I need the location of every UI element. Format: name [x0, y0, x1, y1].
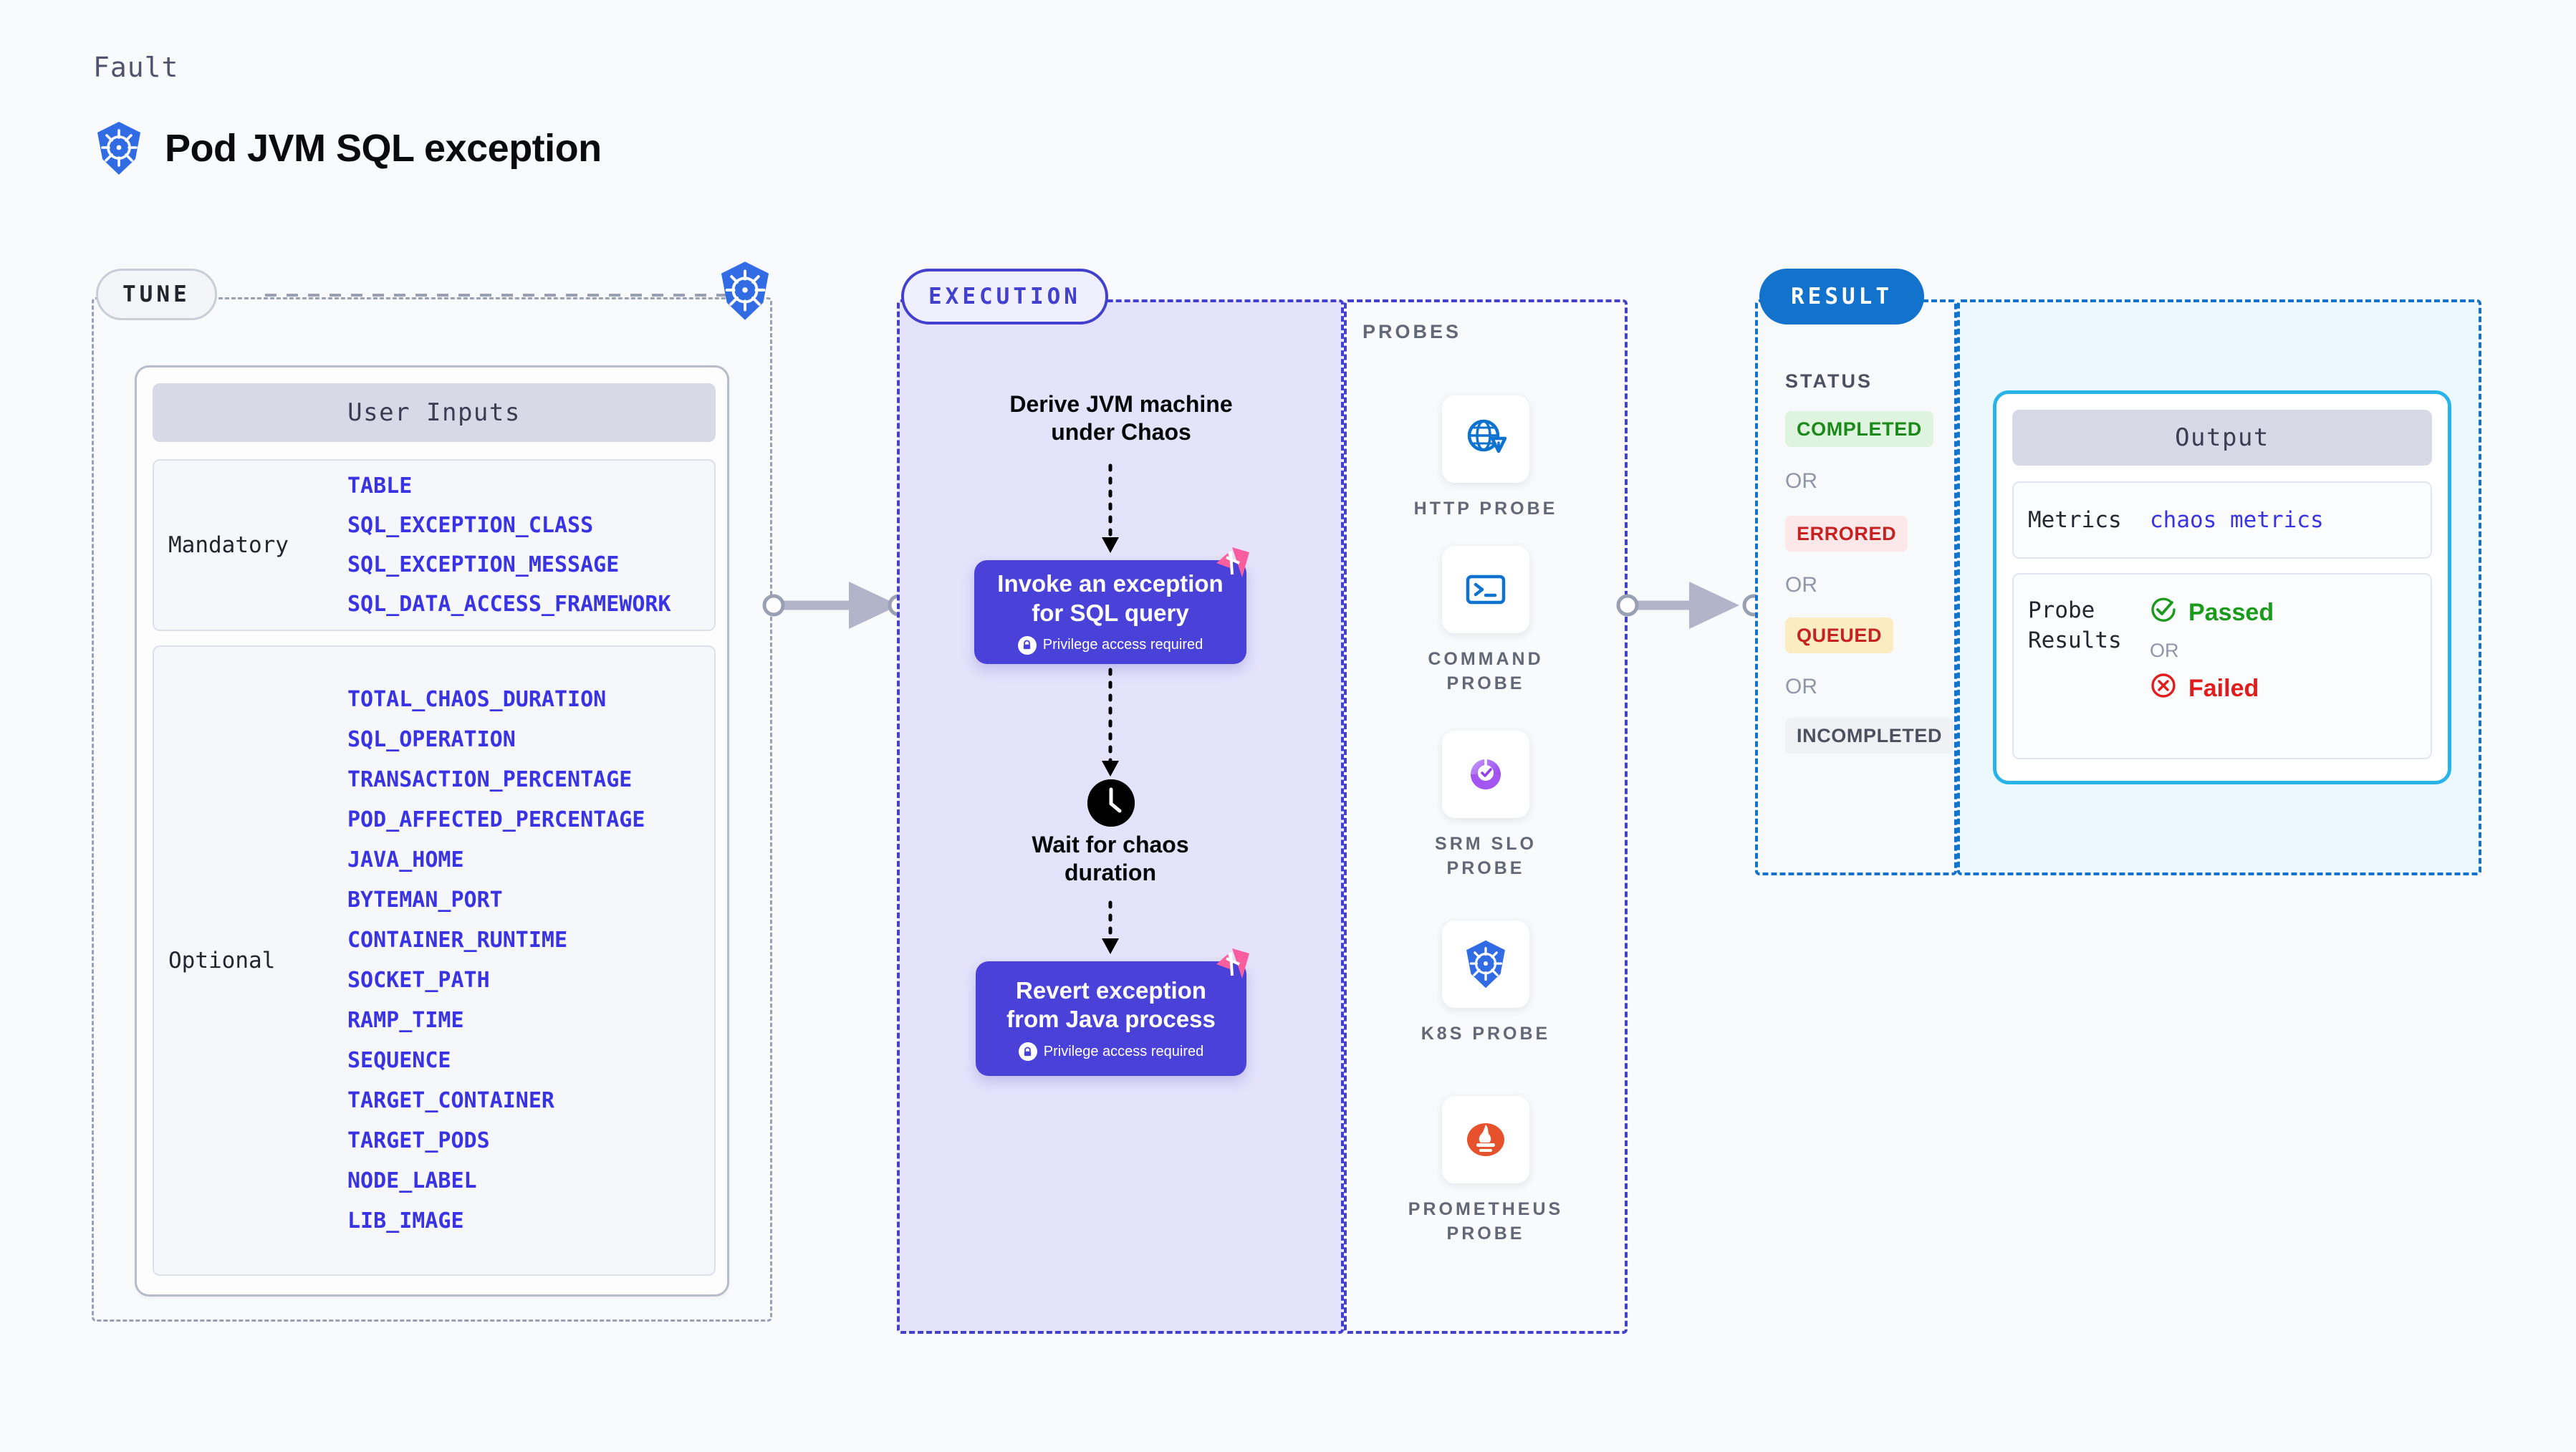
harness-logo-icon-2: [1211, 947, 1251, 988]
mandatory-params-box: Mandatory TABLE SQL_EXCEPTION_CLASS SQL_…: [153, 459, 716, 631]
probe-k8s[interactable]: K8S PROBE: [1393, 920, 1579, 1047]
param-target-pods[interactable]: TARGET_PODS: [347, 1128, 490, 1153]
param-container-runtime[interactable]: CONTAINER_RUNTIME: [347, 928, 568, 953]
status-badge-queued: QUEUED: [1785, 617, 1894, 653]
param-sql-data-access-framework[interactable]: SQL_DATA_ACCESS_FRAMEWORK: [347, 591, 671, 617]
srm-slo-probe-label: SRM SLO PROBE: [1435, 834, 1537, 878]
result-status-background: [1756, 301, 1956, 874]
optional-params-box: Optional TOTAL_CHAOS_DURATION SQL_OPERAT…: [153, 645, 716, 1276]
probe-results-key: Probe Results: [2028, 597, 2122, 653]
verdict-failed: Failed: [2150, 672, 2274, 706]
lock-icon: [1018, 1042, 1037, 1062]
output-header: Output: [2012, 410, 2432, 466]
http-probe-label: HTTP PROBE: [1413, 499, 1558, 519]
param-pod-affected-percentage[interactable]: POD_AFFECTED_PERCENTAGE: [347, 807, 645, 832]
param-ramp-time[interactable]: RAMP_TIME: [347, 1008, 464, 1033]
revert-exception-privilege-note: Privilege access required: [1018, 1042, 1204, 1062]
status-or-2: OR: [1785, 573, 1817, 597]
probe-results-row: Probe Results Passed OR: [2012, 573, 2432, 759]
page-title-row: Pod JVM SQL exception: [93, 120, 602, 176]
clock-icon: [1087, 779, 1135, 827]
probe-http[interactable]: HTTP PROBE: [1393, 395, 1579, 521]
prometheus-probe-icon: [1442, 1096, 1529, 1183]
mandatory-param-list: TABLE SQL_EXCEPTION_CLASS SQL_EXCEPTION_…: [347, 473, 671, 617]
wait-for-chaos-label: Wait for chaos duration: [1032, 832, 1189, 886]
k8s-probe-label: K8S PROBE: [1421, 1024, 1551, 1044]
probe-prometheus[interactable]: PROMETHEUS PROBE: [1393, 1096, 1579, 1246]
param-target-container[interactable]: TARGET_CONTAINER: [347, 1088, 554, 1113]
command-probe-label: COMMAND PROBE: [1428, 649, 1544, 693]
param-sql-operation[interactable]: SQL_OPERATION: [347, 727, 516, 752]
output-card: Output Metrics chaos metrics Probe Resul…: [1993, 390, 2451, 784]
user-inputs-card: User Inputs Mandatory TABLE SQL_EXCEPTIO…: [135, 365, 729, 1297]
invoke-exception-privilege-note: Privilege access required: [1017, 635, 1203, 655]
invoke-exception-privilege-text: Privilege access required: [1042, 637, 1203, 653]
verdict-or: OR: [2150, 640, 2179, 661]
status-or-1: OR: [1785, 469, 1817, 493]
kubernetes-platform-icon: [716, 260, 774, 325]
user-inputs-header: User Inputs: [153, 383, 716, 442]
check-circle-icon: [2150, 596, 2177, 630]
probe-srm-slo[interactable]: SRM SLO PROBE: [1393, 731, 1579, 881]
invoke-exception-action[interactable]: Invoke an exception for SQL query Privil…: [974, 560, 1246, 664]
param-sql-exception-class[interactable]: SQL_EXCEPTION_CLASS: [347, 512, 594, 538]
param-node-label[interactable]: NODE_LABEL: [347, 1168, 477, 1193]
status-badge-incompleted: INCOMPLETED: [1785, 718, 1954, 754]
param-table[interactable]: TABLE: [347, 473, 413, 499]
param-socket-path[interactable]: SOCKET_PATH: [347, 968, 490, 993]
param-lib-image[interactable]: LIB_IMAGE: [347, 1208, 464, 1234]
srm-slo-probe-icon: [1442, 731, 1529, 818]
command-probe-icon: [1442, 546, 1529, 633]
metrics-value[interactable]: chaos metrics: [2150, 507, 2324, 533]
probe-verdicts: Passed OR Failed: [2150, 596, 2274, 706]
status-badge-completed: COMPLETED: [1785, 411, 1933, 447]
result-output-panel: [1957, 299, 2481, 875]
param-sequence[interactable]: SEQUENCE: [347, 1048, 451, 1073]
revert-exception-action[interactable]: Revert exception from Java process Privi…: [976, 961, 1246, 1076]
verdict-passed: Passed: [2150, 596, 2274, 630]
fault-kicker: Fault: [93, 52, 179, 83]
prometheus-probe-label: PROMETHEUS PROBE: [1408, 1199, 1564, 1244]
optional-param-list: TOTAL_CHAOS_DURATION SQL_OPERATION TRANS…: [347, 689, 645, 1232]
page-title: Pod JVM SQL exception: [165, 127, 602, 170]
probes-label: PROBES: [1363, 321, 1462, 342]
param-sql-exception-message[interactable]: SQL_EXCEPTION_MESSAGE: [347, 552, 620, 577]
derive-jvm-step-label: Derive JVM machine under Chaos: [1009, 391, 1233, 446]
param-total-chaos-duration[interactable]: TOTAL_CHAOS_DURATION: [347, 687, 607, 712]
status-or-3: OR: [1785, 675, 1817, 698]
verdict-passed-label: Passed: [2188, 599, 2274, 626]
param-java-home[interactable]: JAVA_HOME: [347, 847, 464, 872]
status-badge-errored: ERRORED: [1785, 516, 1908, 552]
status-label: STATUS: [1785, 370, 1873, 392]
execution-pill[interactable]: EXECUTION: [901, 269, 1108, 324]
probe-command[interactable]: COMMAND PROBE: [1393, 546, 1579, 696]
execution-panel: [897, 299, 1344, 1334]
kubernetes-icon: [93, 120, 145, 176]
metrics-key: Metrics: [2028, 507, 2122, 533]
x-circle-icon: [2150, 672, 2177, 706]
k8s-probe-icon: [1442, 920, 1529, 1008]
optional-label: Optional: [168, 948, 276, 973]
verdict-failed-label: Failed: [2188, 675, 2259, 702]
param-transaction-percentage[interactable]: TRANSACTION_PERCENTAGE: [347, 767, 633, 792]
harness-logo-icon-1: [1211, 546, 1251, 587]
mandatory-label: Mandatory: [168, 532, 289, 558]
tune-pill[interactable]: TUNE: [96, 269, 217, 320]
lock-icon: [1017, 635, 1037, 655]
invoke-exception-title: Invoke an exception for SQL query: [997, 570, 1224, 626]
param-byteman-port[interactable]: BYTEMAN_PORT: [347, 888, 503, 913]
http-probe-icon: [1442, 395, 1529, 483]
revert-exception-privilege-text: Privilege access required: [1043, 1043, 1204, 1059]
revert-exception-title: Revert exception from Java process: [1006, 976, 1216, 1032]
result-pill[interactable]: RESULT: [1759, 269, 1924, 324]
metrics-row: Metrics chaos metrics: [2012, 481, 2432, 559]
